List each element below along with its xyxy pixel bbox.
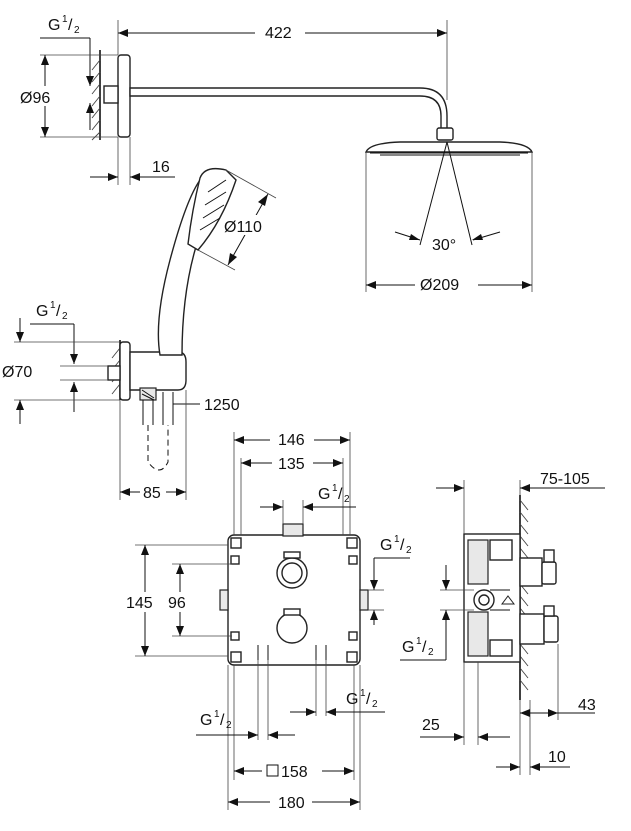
plate-size-dim: 158 bbox=[281, 764, 308, 781]
head-shower-view: 30° 422 G 1 / 2 Ø96 bbox=[18, 14, 534, 294]
head-shower bbox=[364, 141, 534, 153]
svg-text:2: 2 bbox=[226, 720, 232, 731]
plate-thickness-dim: 10 bbox=[548, 749, 566, 766]
svg-text:G: G bbox=[346, 691, 358, 708]
svg-text:/: / bbox=[56, 303, 61, 320]
lower-spindle bbox=[276, 612, 308, 644]
outer-width-dim: 146 bbox=[278, 432, 305, 449]
right-thread-label: G 1 / 2 bbox=[380, 534, 412, 556]
svg-text:1: 1 bbox=[416, 636, 422, 647]
svg-text:G: G bbox=[48, 17, 60, 34]
side-spindle-upper bbox=[519, 557, 543, 587]
wall-hatch-side bbox=[519, 495, 529, 700]
bottom-left-thread-label: G 1 / 2 bbox=[200, 709, 232, 731]
svg-text:/: / bbox=[366, 691, 371, 708]
side-spindle-lower bbox=[519, 613, 545, 645]
svg-text:/: / bbox=[400, 537, 405, 554]
svg-text:1: 1 bbox=[332, 483, 338, 494]
svg-text:2: 2 bbox=[62, 311, 68, 322]
svg-text:G: G bbox=[380, 537, 392, 554]
hand-shower-head bbox=[187, 167, 237, 251]
hand-head-diameter-dim: Ø110 bbox=[224, 219, 262, 236]
wall-offset-dim: 16 bbox=[152, 159, 170, 176]
wall-connector bbox=[103, 85, 119, 104]
angle-label: 30° bbox=[432, 237, 456, 254]
svg-text:1: 1 bbox=[360, 688, 366, 699]
side-thread-label: G 1 / 2 bbox=[402, 636, 434, 658]
svg-text:2: 2 bbox=[74, 25, 80, 36]
head-thread-label: G 1 / 2 bbox=[48, 14, 80, 36]
hand-shower-view: Ø110 G 1 / 2 Ø70 1250 85 bbox=[2, 167, 277, 502]
bottom-right-thread-label: G 1 / 2 bbox=[346, 688, 378, 710]
svg-text:G: G bbox=[318, 486, 330, 503]
arm-joint bbox=[436, 127, 454, 141]
overall-width-dim: 180 bbox=[278, 795, 305, 812]
wall-outlet-holder bbox=[129, 351, 187, 391]
head-diameter-dim: Ø209 bbox=[420, 277, 459, 294]
svg-text:2: 2 bbox=[406, 545, 412, 556]
svg-text:/: / bbox=[68, 17, 73, 34]
svg-text:1: 1 bbox=[62, 14, 68, 25]
wall-hatch-top bbox=[91, 50, 101, 141]
svg-text:/: / bbox=[338, 486, 343, 503]
outer-height-dim: 145 bbox=[126, 595, 153, 612]
angle-line-right bbox=[446, 141, 473, 246]
svg-text:2: 2 bbox=[344, 494, 350, 505]
svg-text:2: 2 bbox=[428, 647, 434, 658]
hose-length-dim: 1250 bbox=[204, 397, 240, 414]
svg-text:/: / bbox=[220, 712, 225, 729]
hand-wall-connector bbox=[107, 365, 121, 381]
svg-text:2: 2 bbox=[372, 699, 378, 710]
install-depth-dim: 75-105 bbox=[540, 471, 590, 488]
outlet-diameter-dim: Ø70 bbox=[2, 364, 32, 381]
hand-wall-rose bbox=[119, 341, 131, 401]
svg-text:G: G bbox=[36, 303, 48, 320]
svg-text:1: 1 bbox=[394, 534, 400, 545]
svg-text:1: 1 bbox=[50, 300, 56, 311]
mixer-side-view: 75-105 G 1 / 2 43 25 bbox=[400, 471, 605, 775]
rose-diameter-dim: Ø96 bbox=[20, 90, 50, 107]
hand-thread-label: G 1 / 2 bbox=[36, 300, 68, 322]
svg-text:G: G bbox=[402, 639, 414, 656]
arm-length-dim: 422 bbox=[265, 25, 292, 42]
top-thread-label: G 1 / 2 bbox=[318, 483, 350, 505]
top-inlet bbox=[282, 523, 304, 537]
shower-arm bbox=[129, 87, 448, 131]
handle-projection-dim: 43 bbox=[578, 697, 596, 714]
inner-width-dim: 135 bbox=[278, 456, 305, 473]
svg-text:/: / bbox=[422, 639, 427, 656]
angle-line-left bbox=[419, 141, 448, 246]
svg-text:G: G bbox=[200, 712, 212, 729]
front-projection-dim: 25 bbox=[422, 717, 440, 734]
mixer-front-view: 146 135 G 1 / 2 145 bbox=[126, 432, 412, 812]
projection-dim: 85 bbox=[143, 485, 161, 502]
svg-text:1: 1 bbox=[214, 709, 220, 720]
inner-height-dim: 96 bbox=[168, 595, 186, 612]
wall-rose bbox=[117, 54, 131, 138]
bottom-outlets bbox=[257, 645, 327, 660]
